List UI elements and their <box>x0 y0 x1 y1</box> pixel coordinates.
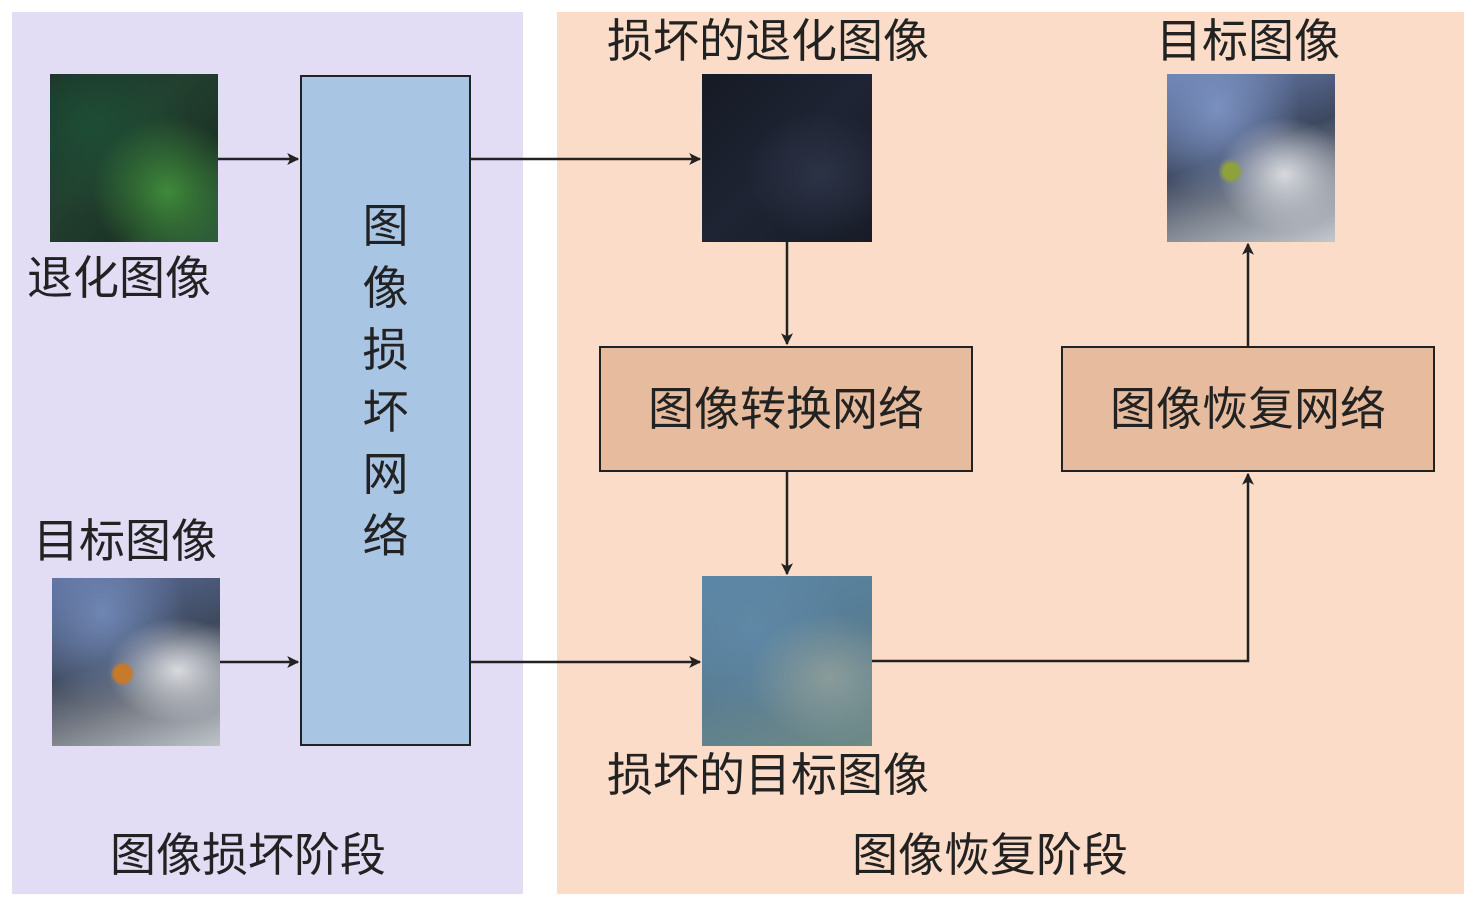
restore-stage-label: 图像恢复阶段 <box>852 828 1128 882</box>
target-image-label: 目标图像 <box>33 514 217 568</box>
degraded-image-thumbnail <box>50 74 218 242</box>
damaged-target-image-thumbnail <box>702 576 872 746</box>
target-image-thumbnail <box>52 578 220 746</box>
output-target-image-thumbnail <box>1167 74 1335 242</box>
image-restore-network-label: 图像恢复网络 <box>1110 382 1386 436</box>
arrow-damaged-target-to-restore <box>872 472 1254 663</box>
output-target-image-label: 目标图像 <box>1156 14 1340 68</box>
image-restore-network-box: 图像恢复网络 <box>1061 346 1435 472</box>
image-transform-network-box: 图像转换网络 <box>599 346 973 472</box>
image-transform-network-label: 图像转换网络 <box>648 382 924 436</box>
image-damage-network-box: 图像损坏网络 <box>300 75 471 746</box>
damaged-degraded-image-thumbnail <box>702 74 872 242</box>
image-damage-network-label: 图像损坏网络 <box>362 198 409 563</box>
damage-stage-label: 图像损坏阶段 <box>110 828 386 882</box>
damaged-target-image-label: 损坏的目标图像 <box>607 748 929 802</box>
degraded-image-label: 退化图像 <box>27 251 211 305</box>
damaged-degraded-image-label: 损坏的退化图像 <box>607 14 929 68</box>
